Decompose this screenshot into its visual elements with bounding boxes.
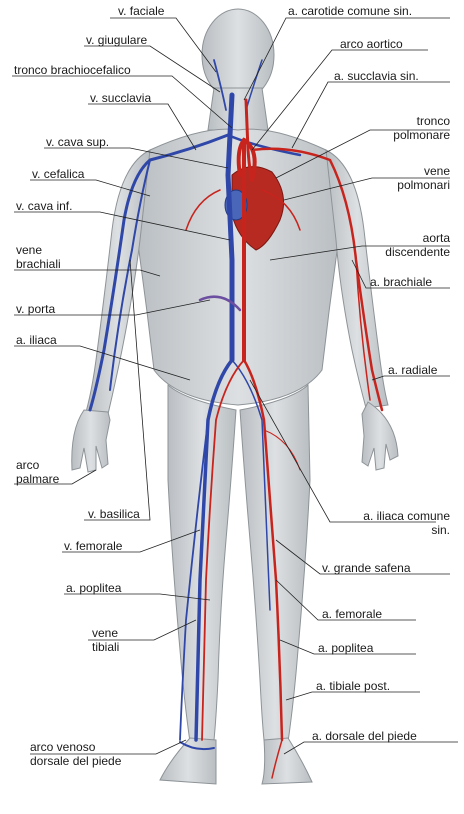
label-a-poplitea-left: a. poplitea (66, 581, 121, 595)
right-foot (262, 738, 312, 784)
label-v-cava-sup: v. cava sup. (46, 135, 109, 149)
label-a-radiale: a. radiale (388, 363, 437, 377)
label-tronco-polmonare-line2: polmonare (393, 128, 450, 142)
label-vene-polmonari-line1: vene (397, 164, 450, 178)
label-v-cefalica: v. cefalica (32, 167, 84, 181)
label-a-poplitea-right: a. poplitea (318, 641, 373, 655)
label-vene-brachiali: vene brachiali (16, 243, 61, 271)
label-vene-polmonari: vene polmonari (397, 164, 450, 192)
label-vene-brachiali-line2: brachiali (16, 257, 61, 271)
label-aorta-discendente: aorta discendente (385, 231, 450, 259)
label-a-iliaca-comune-line1: a. iliaca comune (363, 509, 450, 523)
left-hand (72, 410, 110, 472)
label-a-carotide: a. carotide comune sin. (288, 4, 412, 18)
label-tronco-brachiocefalico: tronco brachiocefalico (14, 63, 131, 77)
label-a-iliaca: a. iliaca (16, 333, 57, 347)
label-vene-brachiali-line1: vene (16, 243, 61, 257)
left-foot (160, 738, 216, 784)
label-aorta-discendente-line2: discendente (385, 245, 450, 259)
label-vene-tibiali-line1: vene (92, 626, 119, 640)
label-a-brachiale: a. brachiale (370, 275, 432, 289)
label-a-iliaca-comune: a. iliaca comune sin. (363, 509, 450, 537)
label-arco-aortico: arco aortico (340, 37, 403, 51)
label-tronco-polmonare: tronco polmonare (393, 114, 450, 142)
label-v-porta: v. porta (16, 302, 55, 316)
label-v-faciale: v. faciale (118, 4, 164, 18)
label-a-dorsale-piede: a. dorsale del piede (312, 729, 417, 743)
label-v-femorale: v. femorale (64, 539, 122, 553)
body-silhouette (72, 9, 398, 784)
label-a-iliaca-comune-line2: sin. (363, 523, 450, 537)
label-arco-palmare-line2: palmare (16, 472, 59, 486)
label-v-grande-safena: v. grande safena (322, 561, 411, 575)
label-tronco-polmonare-line1: tronco (393, 114, 450, 128)
label-v-cava-inf: v. cava inf. (16, 199, 72, 213)
label-a-succlavia-sin: a. succlavia sin. (334, 69, 419, 83)
right-hand (362, 402, 398, 470)
label-arco-venoso-line1: arco venoso (30, 740, 121, 754)
label-arco-palmare: arco palmare (16, 458, 59, 486)
label-vene-tibiali-line2: tibiali (92, 640, 119, 654)
label-aorta-discendente-line1: aorta (385, 231, 450, 245)
label-v-basilica: v. basilica (88, 507, 140, 521)
label-arco-venoso-line2: dorsale del piede (30, 754, 121, 768)
neck (208, 88, 268, 130)
label-vene-polmonari-line2: polmonari (397, 178, 450, 192)
label-a-tibiale-post: a. tibiale post. (316, 679, 390, 693)
label-arco-palmare-line1: arco (16, 458, 59, 472)
label-vene-tibiali: vene tibiali (92, 626, 119, 654)
label-a-femorale: a. femorale (322, 607, 382, 621)
left-arm (86, 150, 150, 414)
label-arco-venoso: arco venoso dorsale del piede (30, 740, 121, 768)
label-v-giugulare: v. giugulare (86, 33, 147, 47)
label-v-succlavia: v. succlavia (90, 91, 151, 105)
